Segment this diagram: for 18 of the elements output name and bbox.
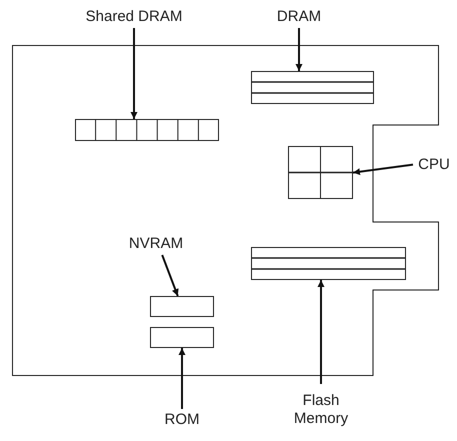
part-label: NVRAM: [128, 235, 184, 253]
memory-chip: [150, 327, 214, 348]
part-label: Flash Memory: [292, 392, 350, 428]
memory-chip-row: [75, 119, 219, 141]
memory-module: [251, 247, 406, 280]
part-label: DRAM: [276, 8, 322, 26]
arrow: [178, 348, 186, 409]
arrow: [296, 28, 302, 71]
part-label: Shared DRAM: [86, 8, 182, 26]
processor-chip: [288, 146, 353, 199]
part-label: CPU: [418, 156, 450, 174]
arrow: [161, 254, 179, 296]
arrow: [352, 164, 414, 176]
arrow: [318, 280, 324, 384]
arrow: [130, 28, 138, 119]
part-label: ROM: [164, 411, 200, 429]
memory-chip: [150, 296, 214, 317]
memory-module: [251, 71, 374, 104]
